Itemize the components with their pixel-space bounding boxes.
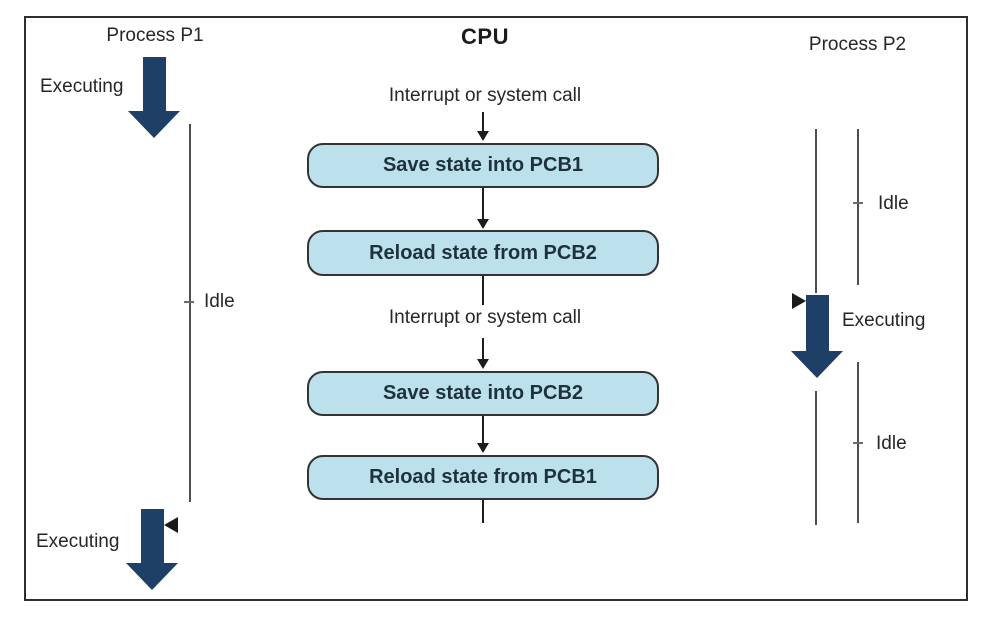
reload-state-pcb1-box: Reload state from PCB1 [307, 455, 659, 500]
down-arrowhead-icon-3 [477, 359, 489, 369]
flow-line-1 [482, 112, 484, 132]
p2-idle-bottom-tick [853, 442, 863, 444]
flow-line-2 [482, 188, 484, 220]
process-p2-title: Process P2 [808, 34, 907, 55]
p1-executing-bottom-arrow-shaft [141, 509, 164, 563]
p1-executing-top-arrow-shaft [143, 57, 166, 111]
p1-executing-top-label: Executing [40, 76, 124, 97]
down-arrowhead-icon-2 [477, 219, 489, 229]
p1-executing-bottom-label: Executing [36, 531, 120, 552]
reload-state-pcb1-label: Reload state from PCB1 [369, 466, 597, 488]
flow-line-4 [482, 338, 484, 360]
interrupt-mid-label: Interrupt or system call [388, 307, 582, 328]
cpu-title: CPU [461, 24, 509, 49]
down-arrowhead-icon-4 [477, 443, 489, 453]
p2-idle-top-tick [853, 202, 863, 204]
p2-process-line-lower [815, 391, 817, 525]
reload-state-pcb2-box: Reload state from PCB2 [307, 230, 659, 276]
down-arrowhead-icon-1 [477, 131, 489, 141]
p2-context-switch-pointer-icon [792, 293, 806, 309]
interrupt-top-label: Interrupt or system call [388, 85, 582, 106]
p1-idle-timeline [189, 124, 191, 502]
save-state-pcb2-box: Save state into PCB2 [307, 371, 659, 416]
flow-line-6 [482, 500, 484, 523]
p1-idle-label: Idle [204, 291, 235, 312]
p1-context-switch-pointer-icon [164, 517, 178, 533]
p2-executing-label: Executing [842, 310, 926, 331]
p2-idle-line-upper [857, 129, 859, 285]
p2-idle-bottom-label: Idle [876, 433, 907, 454]
p2-idle-top-label: Idle [878, 193, 909, 214]
flow-line-5 [482, 416, 484, 444]
reload-state-pcb2-label: Reload state from PCB2 [369, 241, 597, 264]
p2-executing-arrow-icon [791, 351, 843, 378]
p2-executing-arrow-shaft [806, 295, 829, 351]
p2-process-line-upper [815, 129, 817, 293]
p1-idle-tick [184, 301, 194, 303]
flow-line-3 [482, 276, 484, 305]
save-state-pcb1-label: Save state into PCB1 [382, 154, 584, 176]
process-p1-title: Process P1 [106, 25, 204, 46]
p1-executing-bottom-arrow-icon [126, 563, 178, 590]
save-state-pcb2-label: Save state into PCB2 [382, 382, 584, 404]
save-state-pcb1-box: Save state into PCB1 [307, 143, 659, 188]
p1-executing-top-arrow-icon [128, 111, 180, 138]
